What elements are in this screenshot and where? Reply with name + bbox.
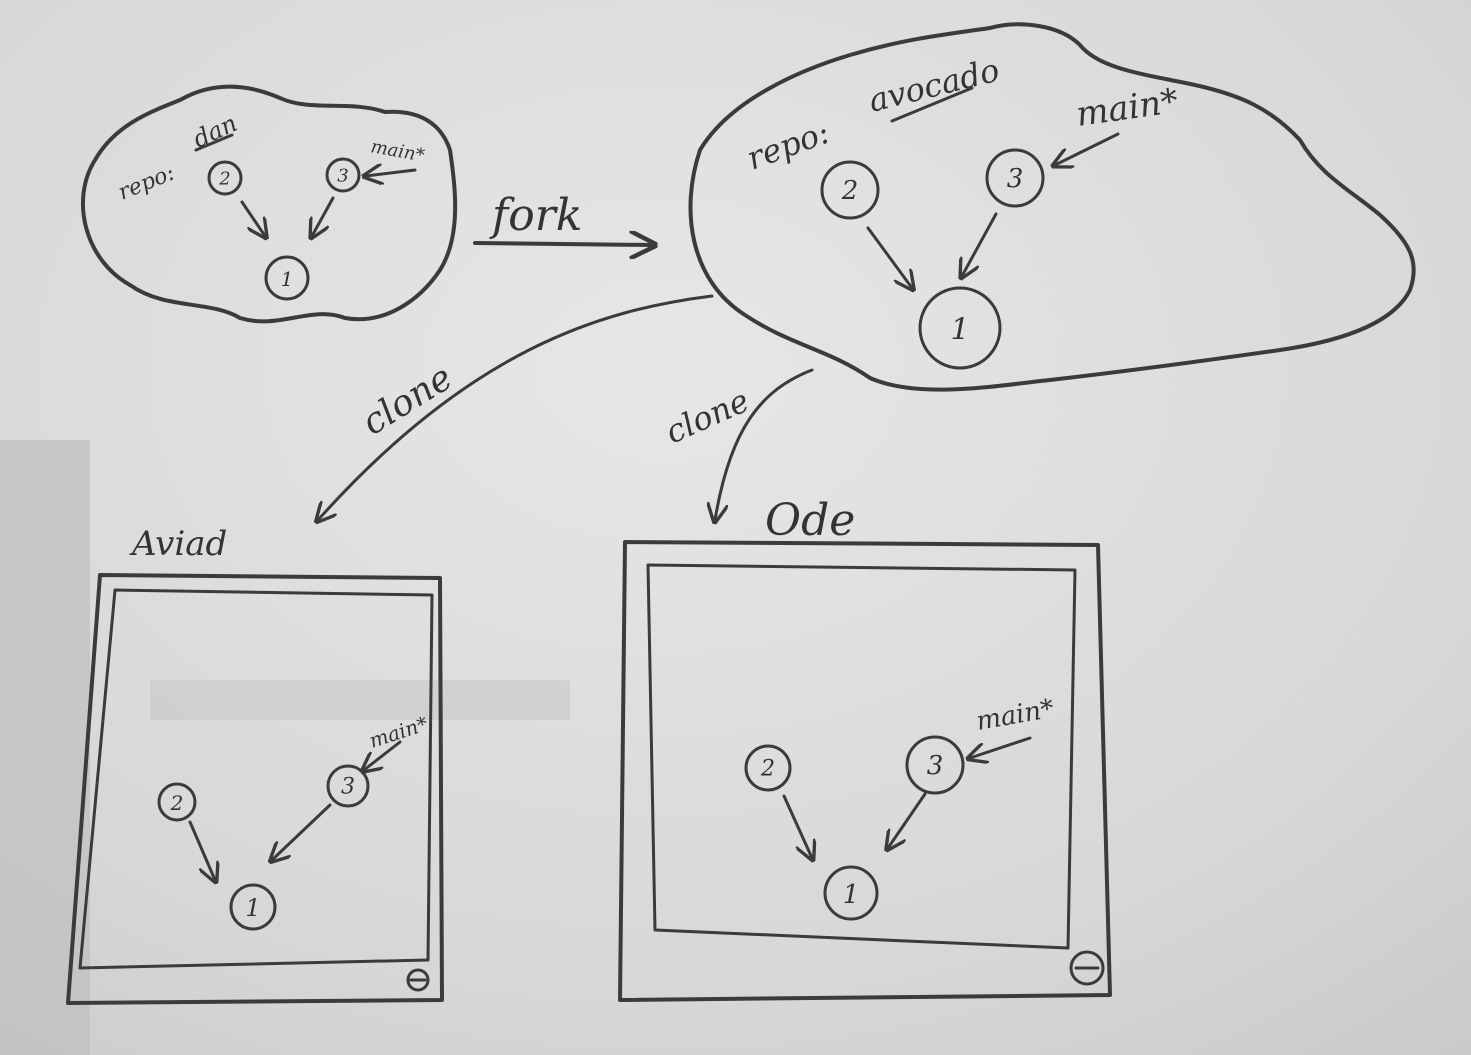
svg-text:2: 2 — [170, 791, 184, 815]
forked-edge-3-1 — [962, 212, 998, 276]
svg-text:3: 3 — [1007, 164, 1024, 194]
ode-commit-3: 3 — [905, 735, 965, 795]
forked-branch-pointer — [1055, 132, 1120, 165]
svg-text:3: 3 — [337, 166, 348, 187]
aviad-commit-3: 3 — [326, 764, 370, 808]
forked-edge-2-1 — [866, 226, 912, 288]
aviad-edge-2-1 — [188, 820, 215, 880]
aviad-edge-3-1 — [272, 803, 332, 860]
aviad-monitor-outer — [66, 573, 444, 1005]
svg-text:1: 1 — [245, 894, 260, 922]
aviad-commit-1: 1 — [229, 883, 277, 931]
original-branch-pointer — [366, 170, 417, 176]
wall-shadow — [0, 440, 90, 1055]
aviad-monitor-screen — [78, 588, 434, 970]
svg-text:2: 2 — [841, 176, 859, 206]
aviad-power-icon — [406, 968, 430, 992]
forked-commit-1: 1 — [918, 286, 1002, 370]
forked-commit-2: 2 — [820, 160, 880, 220]
original-commit-1: 1 — [264, 255, 310, 301]
svg-text:3: 3 — [927, 751, 944, 781]
reflection — [150, 680, 570, 720]
original-commit-2: 2 — [207, 160, 243, 196]
original-edge-3-1 — [312, 196, 335, 236]
original-edge-2-1 — [240, 200, 265, 236]
svg-text:2: 2 — [218, 169, 230, 190]
ode-commit-1: 1 — [823, 865, 879, 921]
fork-arrow: fork — [473, 190, 652, 245]
svg-text:1: 1 — [843, 880, 860, 910]
ode-monitor-screen — [646, 563, 1077, 950]
ode-edge-3-1 — [888, 792, 927, 848]
aviad-owner-label: Aviad — [129, 524, 227, 564]
original-commit-3: 3 — [325, 157, 361, 193]
forked-commit-3: 3 — [985, 148, 1045, 208]
fork-label: fork — [489, 190, 582, 241]
ode-commit-2: 2 — [744, 744, 792, 792]
svg-text:3: 3 — [341, 775, 355, 800]
ode-owner-label: Ode — [765, 495, 855, 546]
svg-text:2: 2 — [760, 757, 775, 782]
ode-edge-2-1 — [782, 794, 812, 858]
svg-text:1: 1 — [281, 267, 294, 291]
ode-monitor-outer — [618, 540, 1112, 1002]
aviad-branch-pointer — [364, 740, 402, 770]
ode-power-icon — [1069, 950, 1105, 986]
svg-text:1: 1 — [950, 313, 969, 348]
original-repo-name-underline — [194, 133, 234, 152]
aviad-commit-2: 2 — [157, 782, 197, 822]
forked-repo-name-underline — [890, 86, 974, 123]
ode-branch-pointer — [970, 736, 1032, 758]
